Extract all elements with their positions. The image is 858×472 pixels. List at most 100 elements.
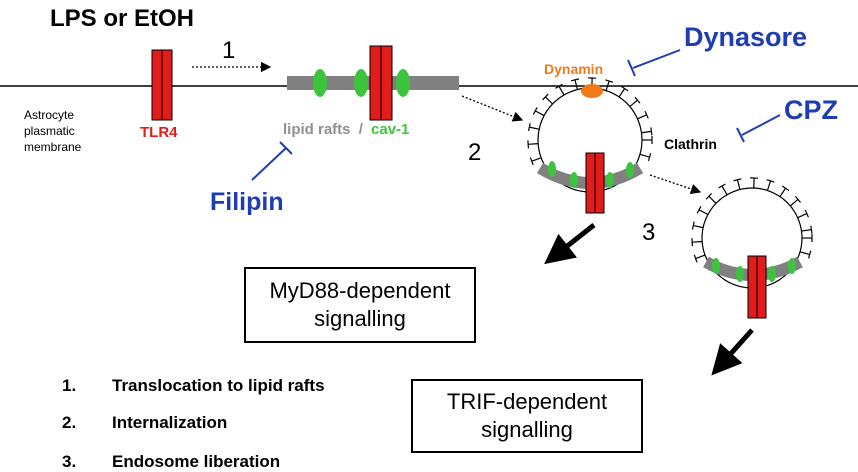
trif-signalling-box: TRIF-dependent signalling (411, 379, 643, 453)
clathrin-mark (708, 195, 717, 204)
clathrin-mark (781, 185, 790, 191)
clathrin-mark (691, 238, 694, 247)
label-slash: / (359, 121, 364, 138)
clathrin-mark (605, 80, 610, 91)
legend-item-2: 2. Internalization (62, 413, 227, 433)
membrane-label-line-2: plasmatic (24, 124, 75, 138)
legend-text-1: Translocation to lipid rafts (112, 376, 325, 395)
clathrin-mark (693, 254, 698, 263)
clathrin-mark (794, 195, 801, 203)
clathrin-mark (531, 157, 542, 162)
clathrin-mark (766, 180, 772, 191)
cav-1-protein (626, 162, 634, 178)
clathrin-mark (797, 213, 808, 219)
dynamin-label: Dynamin (544, 61, 603, 77)
cav-1-label: cav-1 (371, 121, 409, 138)
step-2-number: 2 (468, 139, 481, 166)
cav-1-protein (736, 266, 744, 282)
dynasore-inhibition-bar (627, 59, 636, 77)
legend-num-3: 3. (62, 452, 77, 471)
trif-line-1: TRIF-dependent (446, 389, 608, 414)
lipid-raft-complex (287, 45, 459, 121)
clathrin-mark (696, 206, 702, 214)
clathrin-label: Clathrin (664, 136, 717, 152)
clathrin-mark (647, 153, 652, 162)
clathrin-mark (801, 229, 812, 232)
legend-num-1: 1. (62, 376, 77, 395)
tlr4-subunit (756, 255, 767, 319)
clathrin-mark (527, 140, 530, 149)
clathrin-mark (605, 79, 614, 83)
tlr4-subunit (585, 152, 596, 214)
clathrin-mark (639, 153, 650, 158)
myd88-line-2: signalling (314, 306, 406, 331)
cav-1-protein (788, 258, 796, 274)
legend-text-3: Endosome liberation (112, 452, 281, 471)
clathrin-mark (705, 193, 713, 200)
clathrin-mark (621, 85, 629, 92)
clathrin-mark (634, 96, 641, 104)
clathrin-mark (695, 254, 706, 260)
clathrin-mark (650, 127, 653, 136)
dynasore-inhibition-line (632, 49, 681, 69)
clathrin-mark (542, 93, 549, 101)
clathrin-mark (618, 88, 626, 98)
clathrin-mark (529, 126, 540, 130)
clathrin-mark (692, 240, 703, 243)
clathrin-mark (532, 107, 538, 115)
clathrin-mark (529, 157, 534, 166)
arrow-to-myd88 (544, 223, 596, 265)
clathrin-endosome-free (691, 177, 813, 319)
clathrin-mark (641, 130, 652, 134)
tlr4-label: TLR4 (140, 124, 178, 141)
clathrin-mark (570, 78, 580, 82)
arrow-to-trif (711, 328, 754, 376)
tlr4-subunit (594, 152, 605, 214)
myd88-line-1: MyD88-dependent (269, 278, 451, 303)
clathrin-mark (807, 250, 812, 259)
step-1-number: 1 (222, 37, 235, 64)
clathrin-mark (544, 96, 554, 105)
clathrin-mark (558, 86, 565, 96)
dynamin-ring (581, 84, 603, 98)
clathrin-mark (698, 209, 709, 216)
clathrin-mark (637, 114, 647, 120)
legend-item-3: 3. Endosome liberation (62, 452, 280, 472)
clathrin-mark (804, 209, 809, 218)
cav-1-protein (606, 172, 614, 188)
membrane-label-line-1: Astrocyte (24, 108, 74, 122)
step-3-number: 3 (642, 219, 655, 246)
lipid-rafts-cav-label: lipid rafts / cav-1 (283, 121, 409, 138)
clathrin-mark (574, 79, 579, 90)
cav-1-protein (570, 172, 578, 188)
cav-1-protein (768, 266, 776, 282)
clathrin-mark (693, 224, 704, 229)
cpz-label: CPZ (784, 95, 838, 125)
cpz-inhibition-line (741, 114, 781, 136)
clathrin-mark (534, 110, 545, 117)
legend-text-2: Internalization (112, 413, 228, 432)
clathrin-mark (691, 221, 695, 230)
clathrin-mark (528, 143, 539, 145)
legend-item-1: 1. Translocation to lipid rafts (62, 376, 325, 396)
cav-1-protein (548, 161, 556, 177)
legend-num-2: 2. (62, 413, 77, 432)
clathrin-mark (810, 225, 813, 234)
step-2-arrow (461, 95, 524, 122)
clathrin-mark (527, 123, 531, 132)
filipin-inhibition-line (251, 147, 287, 181)
clathrin-mark (766, 179, 775, 183)
clathrin-mark (629, 99, 638, 108)
filipin-inhibition-bar (279, 141, 293, 155)
clathrin-mark (718, 183, 726, 189)
membrane-label-line-3: membrane (24, 140, 82, 154)
clathrin-vesicle-budding (527, 77, 653, 214)
clathrin-mark (721, 185, 728, 195)
stimulus-title: LPS or EtOH (50, 5, 194, 32)
dynasore-label: Dynasore (684, 22, 807, 52)
clathrin-mark (736, 179, 741, 190)
cpz-inhibition-bar (736, 127, 745, 143)
step-3-arrow (649, 174, 702, 194)
clathrin-mark (799, 251, 810, 256)
